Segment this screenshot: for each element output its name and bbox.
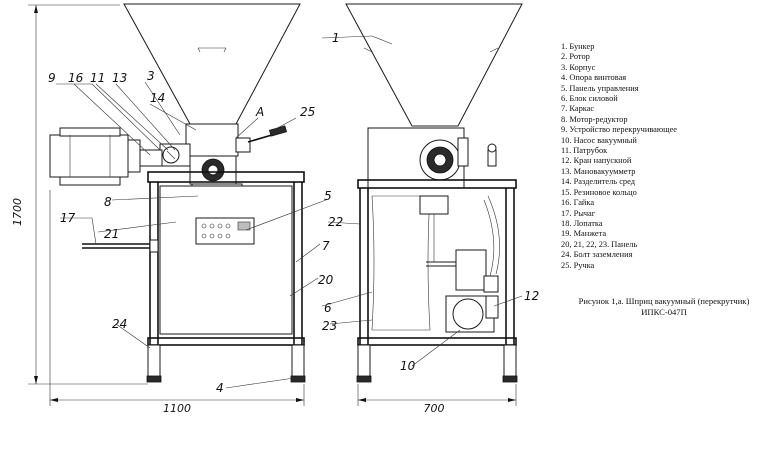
callout-16: 16 — [68, 71, 84, 85]
dim-width-front: 1100 — [163, 402, 191, 415]
front-motor — [49, 127, 141, 186]
leader-lines — [56, 35, 523, 389]
front-view — [49, 3, 306, 383]
legend-item: 13. Мановакуумметр — [561, 166, 636, 176]
callout-12: 12 — [524, 289, 539, 303]
callout-25: 25 — [300, 105, 315, 119]
callout-9: 9 — [48, 71, 56, 85]
side-hopper — [345, 3, 523, 127]
legend-item: 2. Ротор — [561, 52, 590, 62]
legend-item: 19. Манжета — [561, 229, 607, 239]
legend-item: 8. Мотор-редуктор — [561, 114, 628, 124]
front-lever — [82, 239, 159, 253]
legend-item: 15. Резиновое кольцо — [561, 187, 637, 197]
front-frame — [146, 171, 306, 383]
side-view — [345, 3, 523, 383]
legend-item: 5. Панель управления — [561, 83, 639, 93]
dim-width-side: 700 — [424, 402, 445, 415]
parts-legend: 1. Бункер 2. Ротор 3. Корпус 4. Опора ви… — [561, 42, 766, 271]
legend-item: 18. Лопатка — [561, 218, 603, 228]
legend-item: 24. Болт заземления — [561, 250, 633, 260]
legend-item: 11. Патрубок — [561, 146, 608, 156]
callout-21: 21 — [104, 227, 119, 241]
legend-item: 1. Бункер — [561, 42, 595, 51]
front-hopper — [123, 3, 301, 125]
callout-a: A — [255, 105, 264, 119]
legend-item: 3. Корпус — [561, 62, 596, 72]
callout-24: 24 — [112, 317, 127, 331]
callout-20: 20 — [318, 273, 334, 287]
legend-item: 9. Устройство перекручивающее — [561, 125, 678, 135]
caption-line-2: ИПКС-047П — [641, 307, 687, 317]
callout-11: 11 — [90, 71, 105, 85]
front-control-panel — [195, 217, 255, 245]
callout-3: 3 — [147, 69, 155, 83]
callout-14: 14 — [150, 91, 165, 105]
legend-item: 17. Рычаг — [561, 208, 596, 218]
caption-line-1: Рисунок 1,а. Шприц вакуумный (перекрутчи… — [578, 296, 750, 306]
callout-17: 17 — [60, 211, 76, 225]
legend-item: 6. Блок силовой — [561, 94, 618, 104]
legend-item: 14. Разделитель сред — [561, 177, 635, 187]
callout-5: 5 — [324, 189, 332, 203]
legend-item: 10. Насос вакуумный — [561, 135, 637, 145]
callout-4: 4 — [216, 381, 224, 395]
callout-13: 13 — [112, 71, 127, 85]
dim-height: 1700 — [11, 198, 24, 226]
callout-22: 22 — [328, 215, 343, 229]
legend-item: 7. Каркас — [561, 104, 595, 114]
callout-10: 10 — [400, 359, 416, 373]
callout-6: 6 — [324, 301, 332, 315]
callout-labels: 1 3 9 16 11 13 14 A 25 8 5 21 17 22 7 20… — [48, 31, 539, 395]
legend-item: 16. Гайка — [561, 198, 595, 208]
callout-23: 23 — [322, 319, 337, 333]
legend-item: 20, 21, 22, 23. Панель — [561, 239, 638, 249]
side-frame — [356, 179, 518, 383]
dimensions — [28, 4, 517, 406]
side-internals — [371, 195, 500, 333]
legend-item: 25. Ручка — [561, 260, 595, 270]
callout-1: 1 — [332, 31, 340, 45]
legend-item: 12. Кран напускной — [561, 156, 632, 166]
side-body — [367, 127, 497, 189]
front-body — [137, 123, 288, 185]
figure-caption: Рисунок 1,а. Шприц вакуумный (перекрутчи… — [560, 296, 768, 318]
legend-item: 4. Опора винтовая — [561, 73, 627, 83]
callout-7: 7 — [322, 239, 330, 253]
callout-8: 8 — [104, 195, 112, 209]
